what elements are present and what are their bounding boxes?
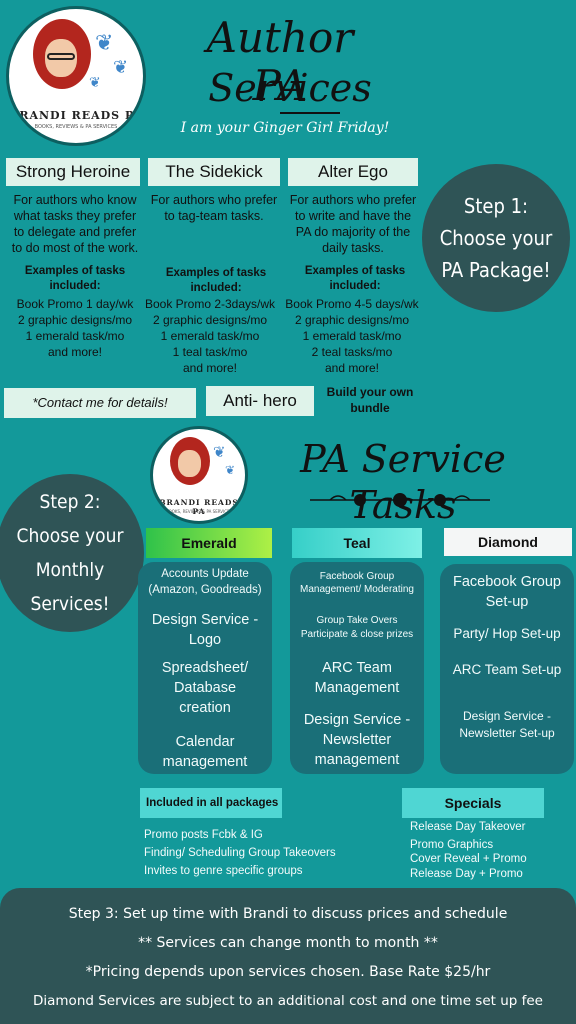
list-item: 2 graphic designs/mo <box>294 313 410 327</box>
step-2-line: Step 2: <box>39 491 101 513</box>
list-item: Cover Reveal + Promo <box>410 853 527 865</box>
package-tab-strong-heroine[interactable]: Strong Heroine <box>6 158 140 186</box>
list-item: 2 graphic designs/mo <box>17 313 133 327</box>
step-2-line: Monthly <box>35 559 105 581</box>
specials-list: Release Day Takeover Promo Graphics Cove… <box>410 820 570 881</box>
footer-line: ** Services can change month to month ** <box>138 935 438 951</box>
anti-hero-tab[interactable]: Anti- hero <box>206 386 314 416</box>
tier-header-teal: Teal <box>292 528 422 558</box>
logo-tagline: BOOKS, REVIEWS & PA SERVICES <box>165 509 233 514</box>
list-item: Facebook Group Management/ Moderating <box>300 571 414 595</box>
diamond-panel: Facebook Group Set-up Party/ Hop Set-up … <box>440 564 574 774</box>
list-item: 1 emerald task/mo <box>160 329 260 343</box>
package-tab-the-sidekick[interactable]: The Sidekick <box>148 158 280 186</box>
list-item: Promo Graphics <box>410 838 494 851</box>
butterfly-icon: ❦ <box>89 75 101 91</box>
tasks-title: PA Service Tasks <box>300 437 506 527</box>
logo-brand: BRANDI READS PA <box>159 498 239 516</box>
package-description: For authors who know what tasks they pre… <box>11 193 139 255</box>
list-item: ARC Team Management <box>314 660 400 696</box>
package-example-list: Book Promo 2-3days/wk 2 graphic designs/… <box>140 296 280 376</box>
list-item: 2 teal tasks/mo <box>311 345 393 359</box>
list-item: Book Promo 2-3days/wk <box>144 297 276 311</box>
step-2-line: Services! <box>30 593 110 615</box>
list-item: 2 graphic designs/mo <box>152 313 268 327</box>
butterfly-icon: ❦ <box>213 443 226 461</box>
list-item: Accounts Update (Amazon, Goodreads) <box>148 568 262 596</box>
package-example-list: Book Promo 4-5 days/wk 2 graphic designs… <box>280 296 424 376</box>
list-item: Facebook Group Set-up <box>452 574 561 610</box>
list-item: and more! <box>324 361 380 375</box>
package-example-list: Book Promo 1 day/wk 2 graphic designs/mo… <box>4 296 146 360</box>
rose-divider-icon <box>310 490 490 510</box>
list-item: Release Day + Promo <box>410 867 523 880</box>
list-item: Group Take Overs Participate & close pri… <box>300 615 414 640</box>
footer-line: Diamond Services are subject to an addit… <box>32 993 543 1009</box>
list-item: Design Service - Newsletter Set-up <box>459 709 555 740</box>
examples-heading: Examples of tasks included: <box>165 267 267 294</box>
list-item: Finding/ Scheduling Group Takeovers <box>144 847 336 859</box>
list-item: Promo posts Fcbk & IG <box>144 829 263 841</box>
logo-brand: BRANDI READS PA <box>9 109 143 122</box>
footer-line: Step 3: Set up time with Brandi to discu… <box>68 906 508 922</box>
step-1-line: Choose your <box>439 226 553 250</box>
list-item: ARC Team Set-up <box>452 662 562 677</box>
step-2-badge: Step 2: Choose your Monthly Services! <box>0 474 144 632</box>
butterfly-icon: ❦ <box>95 31 114 56</box>
examples-heading: Examples of tasks included: <box>304 265 406 292</box>
list-item: 1 emerald task/mo <box>25 329 125 343</box>
butterfly-icon: ❦ <box>225 463 236 477</box>
list-item: Book Promo 4-5 days/wk <box>285 297 419 311</box>
avatar <box>178 450 201 477</box>
logo-tagline: BOOKS, REVIEWS & PA SERVICES <box>34 124 118 130</box>
included-label: Included in all packages <box>140 788 282 818</box>
list-item: 1 teal task/mo <box>172 345 248 359</box>
title-flourish <box>280 112 340 114</box>
brand-logo-small: ❦ ❦ BRANDI READS PA BOOKS, REVIEWS & PA … <box>150 426 248 524</box>
list-item: and more! <box>47 345 103 359</box>
glasses-icon <box>47 53 75 60</box>
list-item: and more! <box>182 361 238 375</box>
page-title: Author PA <box>206 13 354 110</box>
list-item: Party/ Hop Set-up <box>453 626 561 641</box>
package-tab-alter-ego[interactable]: Alter Ego <box>288 158 418 186</box>
specials-label: Specials <box>402 788 544 818</box>
package-description: For authors who prefer to write and have… <box>289 193 417 255</box>
step-1-badge: Step 1: Choose your PA Package! <box>422 164 570 312</box>
page-title-line2: Services <box>208 66 372 110</box>
list-item: 1 emerald task/mo <box>302 329 402 343</box>
list-item: Spreadsheet/ Database creation <box>161 660 249 716</box>
package-description: For authors who prefer to tag-team tasks… <box>150 193 278 223</box>
list-item: Invites to genre specific groups <box>144 865 303 877</box>
tier-header-diamond: Diamond <box>444 528 572 556</box>
footer-panel: Step 3: Set up time with Brandi to discu… <box>0 888 576 1024</box>
list-item: Book Promo 1 day/wk <box>16 297 134 311</box>
list-item: Design Service - Newsletter management <box>303 712 411 768</box>
contact-note: *Contact me for details! <box>4 388 196 418</box>
step-2-line: Choose your <box>16 525 124 547</box>
build-bundle-label: Build your own bundle <box>326 385 414 415</box>
footer-line: *Pricing depends upon services chosen. B… <box>85 964 491 980</box>
tier-header-emerald: Emerald <box>146 528 272 558</box>
examples-heading: Examples of tasks included: <box>24 265 126 292</box>
list-item: Design Service - Logo <box>151 612 259 648</box>
header-tagline: I am your Ginger Girl Friday! <box>180 120 390 136</box>
included-list: Promo posts Fcbk & IG Finding/ Schedulin… <box>144 826 404 880</box>
teal-panel: Facebook Group Management/ Moderating Gr… <box>290 562 424 774</box>
brand-logo: ❦ ❦ ❦ BRANDI READS PA BOOKS, REVIEWS & P… <box>6 6 146 146</box>
emerald-panel: Accounts Update (Amazon, Goodreads) Desi… <box>138 562 272 774</box>
list-item: Calendar management <box>162 734 248 770</box>
list-item: Release Day Takeover <box>410 821 526 833</box>
butterfly-icon: ❦ <box>113 57 129 78</box>
step-1-line: Step 1: <box>463 194 529 218</box>
step-1-line: PA Package! <box>441 258 551 282</box>
